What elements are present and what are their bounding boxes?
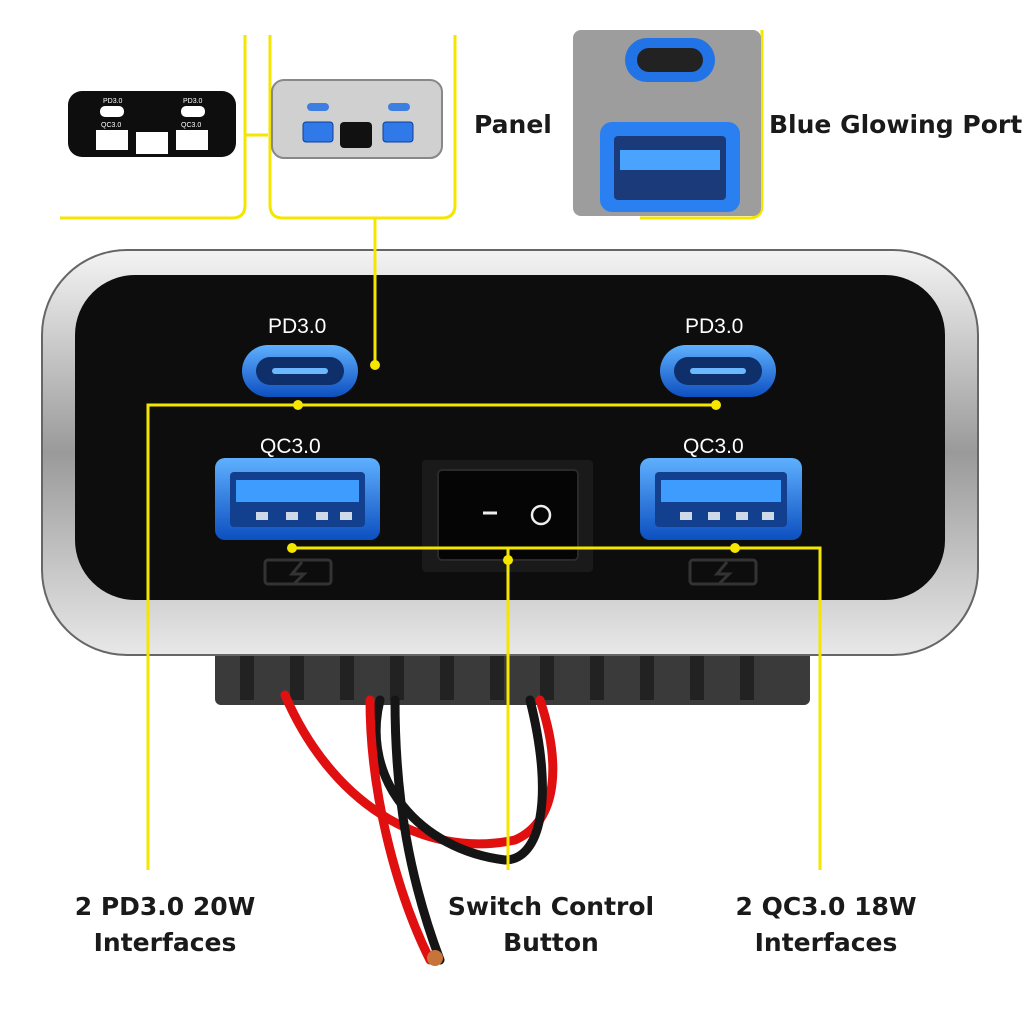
callout-pd: 2 PD3.0 20W Interfaces — [45, 889, 285, 961]
label-pd-right: PD3.0 — [685, 315, 743, 338]
callout-lines — [146, 218, 822, 870]
callout-switch: Switch Control Button — [421, 889, 681, 961]
callout-pd-line1: 2 PD3.0 20W — [74, 892, 256, 921]
sticker-callout-box — [60, 30, 764, 220]
callout-qc-line1: 2 QC3.0 18W — [735, 892, 917, 921]
usb-a-port-right — [640, 458, 802, 540]
switch-off-mark — [530, 504, 552, 526]
svg-text:PD3.0: PD3.0 — [103, 98, 123, 105]
label-qc-left: QC3.0 — [260, 435, 321, 458]
usb-c-port-right — [660, 345, 776, 397]
rocker-switch[interactable] — [422, 460, 593, 572]
svg-text:QC3.0: QC3.0 — [181, 122, 201, 129]
panel-sticker: PD3.0 PD3.0 QC3.0 QC3.0 — [68, 91, 236, 157]
battery-charge-icon — [263, 558, 758, 586]
label-qc-right: QC3.0 — [683, 435, 744, 458]
usb-a-port-left — [215, 458, 380, 540]
callout-switch-line2: Button — [503, 928, 599, 957]
callout-blue-port: Blue Glowing Port — [769, 110, 1023, 139]
callout-panel: Panel — [474, 110, 552, 139]
callout-dots — [287, 360, 740, 565]
label-pd-left: PD3.0 — [268, 315, 326, 338]
back-plate — [271, 79, 443, 159]
callout-qc: 2 QC3.0 18W Interfaces — [706, 889, 946, 961]
svg-text:QC3.0: QC3.0 — [101, 122, 121, 129]
callout-switch-line1: Switch Control — [447, 892, 655, 921]
power-wires — [280, 690, 558, 966]
callout-pd-line2: Interfaces — [93, 928, 237, 957]
port-closeup-photo — [573, 30, 761, 216]
callout-qc-line2: Interfaces — [754, 928, 898, 957]
usb-c-port-left — [242, 345, 358, 397]
svg-text:PD3.0: PD3.0 — [183, 98, 203, 105]
